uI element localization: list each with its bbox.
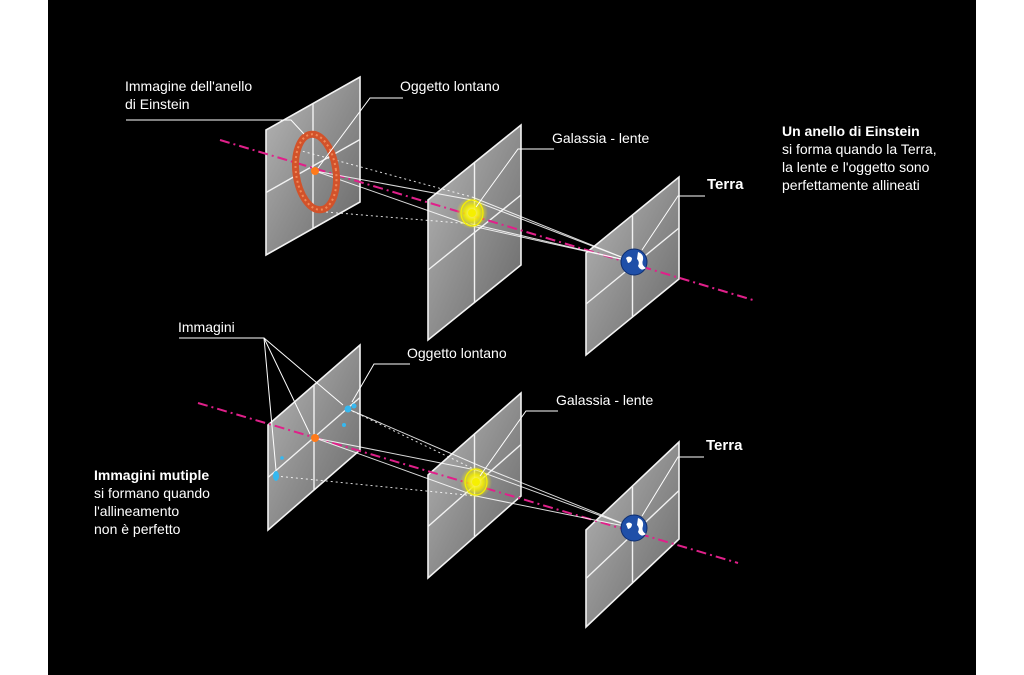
lens-plane-top-grid xyxy=(427,194,522,271)
leader-images xyxy=(263,337,344,406)
leader-distant-object-bottom xyxy=(351,363,410,403)
einstein-ring-texture xyxy=(294,133,338,211)
lensed-image-1 xyxy=(344,405,352,413)
lensing-diagram xyxy=(126,75,754,629)
label-distant-object-bottom: Oggetto lontano xyxy=(407,345,507,361)
earth-top xyxy=(620,248,648,276)
label-distant-object-top: Oggetto lontano xyxy=(400,78,500,94)
earth-bottom xyxy=(620,514,648,542)
label-einstein-ring-image: Immagine dell'anello di Einstein xyxy=(125,78,253,112)
leader-images xyxy=(179,337,277,471)
light-ray-bottom xyxy=(475,495,635,529)
note-einstein-ring-line: perfettamente allineati xyxy=(782,177,920,193)
light-ray-top xyxy=(297,149,473,198)
note-multiple-images: Immagini mutiple si formano quando l'all… xyxy=(94,466,210,538)
light-ray-top xyxy=(314,170,473,227)
leader-distant-object-top xyxy=(317,97,403,169)
light-ray-bottom xyxy=(314,437,477,497)
label-lens-galaxy-top: Galassia - lente xyxy=(552,130,650,146)
note-multiple-images-line: l'allineamento xyxy=(94,503,180,519)
light-ray-bottom xyxy=(479,465,635,529)
source-plane-top xyxy=(265,75,361,257)
earth-bottom-land xyxy=(626,522,632,529)
source-plane-top-grid xyxy=(265,138,361,194)
lensed-image-2b xyxy=(280,456,284,460)
light-ray-top xyxy=(471,223,635,263)
note-multiple-images-line: si formano quando xyxy=(94,485,210,501)
leader-lens-galaxy-top xyxy=(475,148,554,208)
leader-earth-top xyxy=(641,195,705,251)
lens-galaxy-top-halo xyxy=(460,199,484,227)
leader-earth-bottom xyxy=(641,456,704,517)
lens-galaxy-bottom-halo xyxy=(464,468,488,496)
light-ray-bottom xyxy=(347,408,477,471)
earth-top-land xyxy=(626,256,632,263)
lens-galaxy-bottom-core xyxy=(472,478,480,486)
lensed-image-1c xyxy=(342,423,346,427)
distant-object-top xyxy=(311,167,319,175)
earth-bottom-land xyxy=(637,518,646,536)
label-images-bottom: Immagini xyxy=(178,319,235,335)
lensed-image-2 xyxy=(273,471,279,481)
lens-galaxy-top-core xyxy=(468,209,476,217)
lensed-image-1b xyxy=(351,403,357,409)
leader-einstein-ring xyxy=(126,119,305,135)
label-earth-top: Terra xyxy=(707,176,744,193)
distant-object-bottom xyxy=(311,434,319,442)
light-ray-top xyxy=(314,170,473,201)
light-ray-bottom xyxy=(314,437,477,471)
leader-lens-galaxy-bottom xyxy=(479,410,558,477)
label-earth-bottom: Terra xyxy=(706,437,743,454)
note-einstein-ring-title: Un anello di Einstein xyxy=(782,123,920,139)
earth-top-land xyxy=(637,252,646,270)
note-multiple-images-title: Immagini mutiple xyxy=(94,467,210,483)
leader-images xyxy=(263,337,311,435)
note-einstein-ring: Un anello di Einstein si forma quando la… xyxy=(782,122,937,194)
note-einstein-ring-line: la lente e l'oggetto sono xyxy=(782,159,930,175)
light-ray-bottom xyxy=(347,408,481,467)
light-ray-bottom xyxy=(475,469,635,529)
optical-axis-top xyxy=(219,139,754,301)
note-einstein-ring-line: si forma quando la Terra, xyxy=(782,141,937,157)
label-lens-galaxy-bottom: Galassia - lente xyxy=(556,392,654,408)
note-multiple-images-line: non è perfetto xyxy=(94,521,181,537)
lens-plane-top xyxy=(427,123,522,342)
light-ray-bottom xyxy=(275,475,477,497)
light-ray-top xyxy=(471,196,635,263)
diagram-canvas: Immagine dell'anello di Einstein Oggetto… xyxy=(48,0,976,675)
